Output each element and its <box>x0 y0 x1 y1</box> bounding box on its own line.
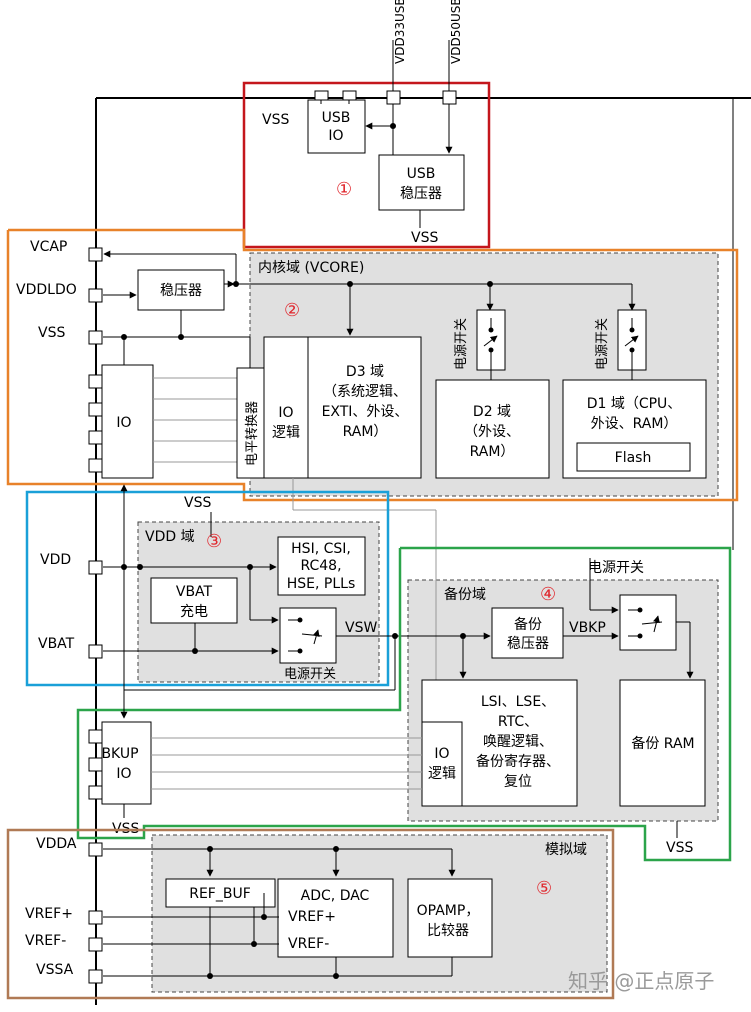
adc-dac-label: ADC, DAC <box>301 888 370 904</box>
core-domain-border <box>6 228 739 502</box>
vdda-pin-label: VDDA <box>36 836 77 852</box>
clocks-line3: HSE, PLLs <box>287 576 356 592</box>
level-shifter-label: 电平转换器 <box>245 401 260 466</box>
core-io-block <box>101 364 154 479</box>
adc-vrefp-label: VREF+ <box>288 909 336 925</box>
level-shifter-block <box>236 367 265 479</box>
lsi-line4: 备份寄存器、 <box>476 753 560 770</box>
flash-block <box>576 442 691 472</box>
d2-line3: RAM） <box>470 444 515 460</box>
analog-number: ⑤ <box>536 878 552 899</box>
opamp-line1: OPAMP， <box>417 903 480 919</box>
ref-buf-label: REF_BUF <box>189 886 251 902</box>
opamp-line2: 比较器 <box>427 923 469 939</box>
vsw-label: VSW <box>345 620 377 636</box>
usb-vss-left: VSS <box>262 112 289 128</box>
vdd-domain-vss: VSS <box>184 495 211 511</box>
d3-line3: EXTI、外设、 <box>322 404 409 420</box>
bkup-io-line1: BKUP <box>101 746 138 762</box>
vbat-charge-line1: VBAT <box>176 584 213 600</box>
clocks-block <box>277 536 366 596</box>
vcap-pin-label: VCAP <box>30 239 67 255</box>
adc-dac-block <box>277 878 394 958</box>
usb-vss-bottom: VSS <box>411 230 438 246</box>
usb-io-line2: IO <box>328 128 343 144</box>
core-domain-label: 内核域 (VCORE) <box>258 260 364 276</box>
opamp-block <box>407 878 493 958</box>
core-vss-pin-label: VSS <box>38 325 65 341</box>
d2-domain-block <box>435 379 550 479</box>
backup-power-switch <box>619 594 677 651</box>
bkup-io-block <box>101 721 152 805</box>
core-io-label: IO <box>116 415 131 431</box>
backup-io-logic-line2: 逻辑 <box>428 766 456 782</box>
backup-io-logic-line1: IO <box>434 746 449 762</box>
d3-domain-block <box>307 336 422 479</box>
vdd33usb-label: VDD33USB <box>393 0 407 64</box>
backup-regulator-line1: 备份 <box>514 616 542 633</box>
vddldo-pin-label: VDDLDO <box>16 282 77 298</box>
d3-line1: D3 域 <box>346 364 384 380</box>
backup-number: ④ <box>540 584 556 605</box>
lsi-line1: LSI、LSE、 <box>481 694 555 710</box>
d2-line1: D2 域 <box>473 404 511 420</box>
backup-ram-block <box>619 679 706 807</box>
vdd-domain-number: ③ <box>206 531 222 552</box>
vbkp-label: VBKP <box>569 620 606 636</box>
usb-regulator-line1: USB <box>407 166 436 182</box>
lsi-line3: 唤醒逻辑、 <box>483 733 553 750</box>
usb-domain-border <box>242 81 491 249</box>
usb-regulator-block <box>378 154 465 211</box>
core-regulator-block <box>137 269 225 311</box>
io-logic-block <box>263 336 309 479</box>
clocks-line2: RC48, <box>300 558 341 574</box>
vrefp-pin-label: VREF+ <box>25 906 73 922</box>
d2-line2: （外设、 <box>464 424 520 440</box>
core-regulator-label: 稳压器 <box>160 283 202 299</box>
vbat-charge-block <box>150 577 238 624</box>
adc-vrefm-label: VREF- <box>288 936 329 952</box>
core-number: ② <box>284 300 300 321</box>
backup-io-logic-block <box>421 721 463 807</box>
vdd50usb-label: VDD50USB <box>449 0 463 64</box>
clocks-line1: HSI, CSI, <box>291 541 351 557</box>
backup-regulator-block <box>491 607 564 659</box>
backup-domain-border <box>76 546 732 862</box>
d1-line1: D1 域（CPU、 <box>587 396 682 412</box>
vdd-domain-border <box>25 490 390 687</box>
backup-ram-label: 备份 RAM <box>631 735 694 752</box>
backup-domain-label: 备份域 <box>444 586 486 603</box>
io-logic-line1: IO <box>278 405 293 421</box>
d1-power-switch-label: 电源开关 <box>595 318 610 370</box>
d1-line2: 外设、RAM） <box>591 416 678 432</box>
analog-domain-border <box>6 828 615 1000</box>
vssa-pin-label: VSSA <box>36 962 74 978</box>
backup-vss-right: VSS <box>666 840 693 856</box>
vdd-domain-label: VDD 域 <box>145 529 195 545</box>
vdd-power-switch-label: 电源开关 <box>284 667 336 682</box>
backup-regulator-line2: 稳压器 <box>507 636 549 652</box>
analog-domain-label: 模拟域 <box>545 842 587 858</box>
usb-io-line1: USB <box>322 110 351 126</box>
usb-io-block <box>307 99 366 154</box>
d3-line4: RAM） <box>343 424 388 440</box>
ref-buf-block <box>165 878 276 908</box>
vdd-power-switch <box>279 607 337 664</box>
vdd-pin-label: VDD <box>40 552 71 568</box>
vrefm-pin-label: VREF- <box>25 933 66 949</box>
lsi-line2: RTC、 <box>498 714 538 730</box>
usb-number: ① <box>336 179 352 200</box>
io-logic-line2: 逻辑 <box>272 425 300 441</box>
watermark: 知乎 @正点原子 <box>568 969 714 993</box>
vbat-charge-line2: 充电 <box>180 604 208 620</box>
usb-regulator-line2: 稳压器 <box>400 186 442 202</box>
backup-switch-label: 电源开关 <box>588 560 644 576</box>
d3-line2: （系统逻辑、 <box>323 384 407 400</box>
d2-power-switch-label: 电源开关 <box>454 318 469 370</box>
lsi-line5: 复位 <box>504 773 532 790</box>
flash-label: Flash <box>615 450 652 466</box>
vbat-pin-label: VBAT <box>38 636 75 652</box>
bkup-io-line2: IO <box>116 766 131 782</box>
